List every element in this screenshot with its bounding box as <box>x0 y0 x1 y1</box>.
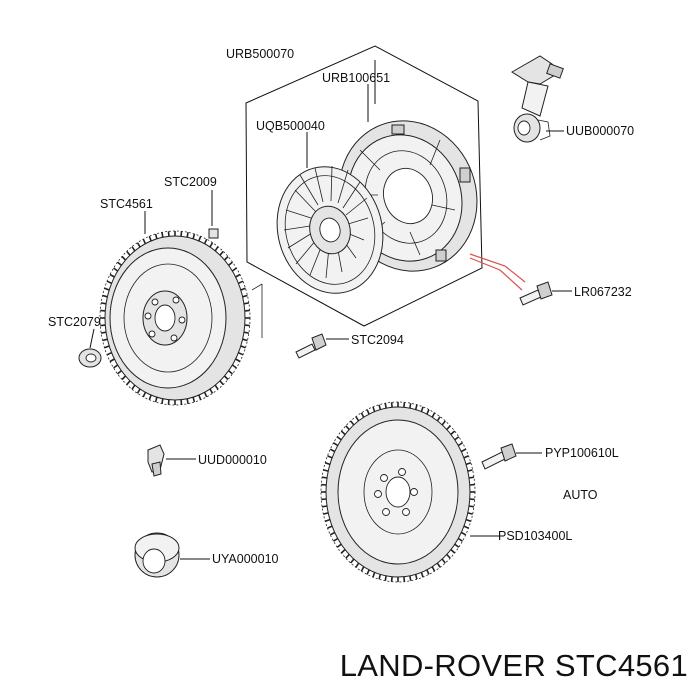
label-urb100651: URB100651 <box>322 71 390 85</box>
spacer-ring <box>134 532 180 578</box>
drive-plate-gear-teeth <box>321 402 475 582</box>
label-stc2094: STC2094 <box>351 333 404 347</box>
flywheel-gear-teeth <box>100 231 250 405</box>
clutch-kit-outline <box>245 45 483 327</box>
dual-mass-flywheel <box>99 230 251 406</box>
label-urb500070: URB500070 <box>226 47 294 61</box>
leader-lines <box>89 60 572 560</box>
highlight-lead <box>469 253 526 291</box>
label-uya000010: UYA000010 <box>212 552 279 566</box>
label-pyp100610l: PYP100610L <box>545 446 619 460</box>
label-uub000070: UUB000070 <box>566 124 634 138</box>
bracket-line <box>251 283 263 338</box>
release-bearing <box>511 55 564 143</box>
label-stc2009: STC2009 <box>164 175 217 189</box>
label-uud000010: UUD000010 <box>198 453 267 467</box>
clutch-disc <box>276 165 384 294</box>
label-stc4561: STC4561 <box>100 197 153 211</box>
label-stc2079: STC2079 <box>48 315 101 329</box>
pressure-plate-bolt <box>519 281 553 306</box>
drive-plate-bolt <box>481 443 517 470</box>
caption: LAND-ROVER STC4561 <box>340 648 688 683</box>
label-uqb500040: UQB500040 <box>256 119 325 133</box>
pin <box>208 228 219 239</box>
label-auto: AUTO <box>563 488 598 502</box>
flywheel-bolt <box>295 333 327 359</box>
label-psd103400l: PSD103400L <box>498 529 572 543</box>
clip <box>147 444 165 477</box>
label-lr067232: LR067232 <box>574 285 632 299</box>
pilot-bearing <box>78 348 102 368</box>
drive-plate <box>320 401 476 583</box>
